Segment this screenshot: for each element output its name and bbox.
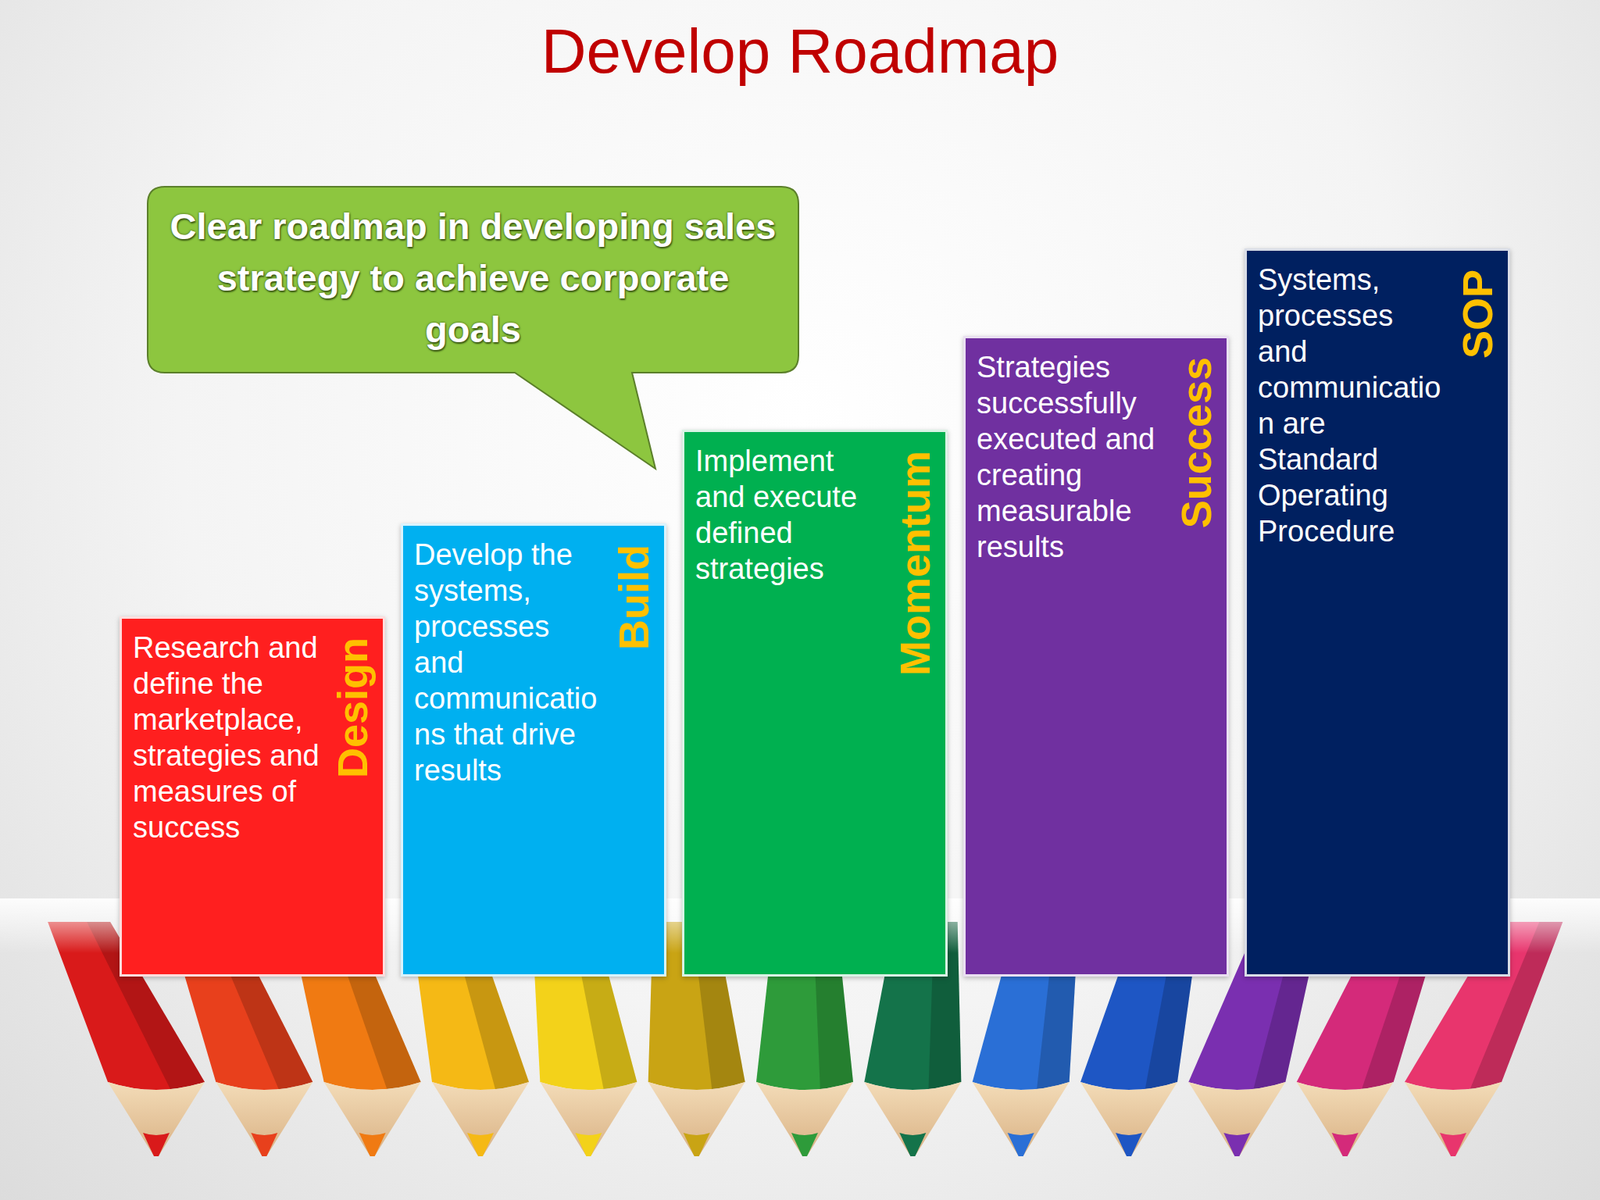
callout-outline xyxy=(147,186,799,469)
pencil-lead xyxy=(467,1132,494,1157)
pencil-lead xyxy=(683,1132,711,1157)
roadmap-column: DesignResearch and define the marketplac… xyxy=(119,616,386,977)
diagram-title: Develop Roadmap xyxy=(0,14,1600,90)
pencil-lead xyxy=(791,1132,818,1157)
pencil-lead xyxy=(1439,1132,1467,1157)
callout-bubble: Clear roadmap in developing sales strate… xyxy=(147,186,799,373)
callout-text: Clear roadmap in developing sales strate… xyxy=(167,200,779,356)
stage-description: Implement and execute defined strategies xyxy=(695,442,883,587)
roadmap-column: SuccessStrategies successfully executed … xyxy=(963,335,1229,977)
pencil-lead xyxy=(1007,1132,1035,1157)
stage-description: Research and define the marketplace, str… xyxy=(132,629,321,846)
stage-description: Systems, processes and communication are… xyxy=(1257,261,1446,550)
roadmap-column: SOPSystems, processes and communication … xyxy=(1244,248,1511,977)
roadmap-column: MomentumImplement and execute defined st… xyxy=(682,429,948,977)
pencil-lead xyxy=(1115,1132,1143,1157)
stage-heading: Success xyxy=(1171,357,1221,529)
stage-heading: Design xyxy=(328,637,377,779)
stage-heading: Momentum xyxy=(890,450,940,676)
pencil-lead xyxy=(250,1132,278,1157)
stage-description: Develop the systems, processes and commu… xyxy=(414,536,602,789)
pencil-lead xyxy=(142,1132,170,1157)
stage-description: Strategies successfully executed and cre… xyxy=(976,349,1165,565)
pencil-lead xyxy=(359,1132,386,1157)
pencil-lead xyxy=(1332,1132,1359,1157)
stage-heading: Build xyxy=(609,544,658,650)
roadmap-column: BuildDevelop the systems, processes and … xyxy=(400,523,667,977)
pencil-lead xyxy=(899,1132,926,1157)
pencil-lead xyxy=(1223,1132,1250,1157)
stage-heading: SOP xyxy=(1453,269,1502,359)
pencil-lead xyxy=(575,1132,602,1157)
